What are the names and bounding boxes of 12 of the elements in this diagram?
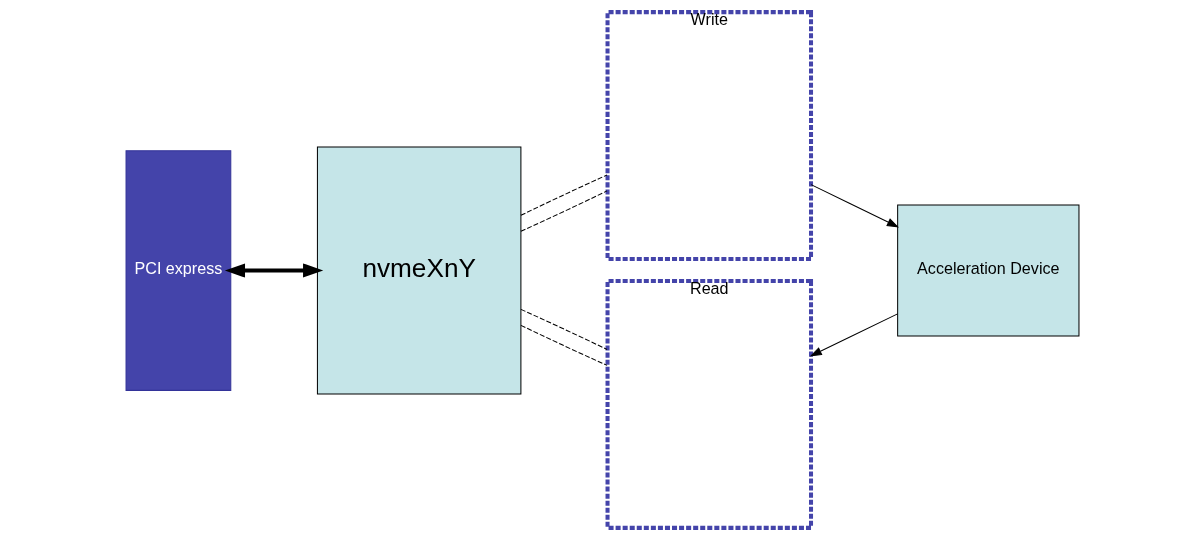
connector xyxy=(519,324,608,366)
connector xyxy=(519,190,608,232)
arrow xyxy=(809,313,898,357)
node-box: Write xyxy=(605,10,813,261)
node-box: nvmeXnY xyxy=(316,146,521,395)
node-box: Acceleration Device xyxy=(896,204,1079,337)
connector xyxy=(519,308,608,350)
arrow xyxy=(810,184,899,228)
node-box: Read xyxy=(605,279,813,530)
arrow xyxy=(224,263,323,278)
node-box: PCI express xyxy=(125,150,231,391)
connector xyxy=(519,174,608,216)
